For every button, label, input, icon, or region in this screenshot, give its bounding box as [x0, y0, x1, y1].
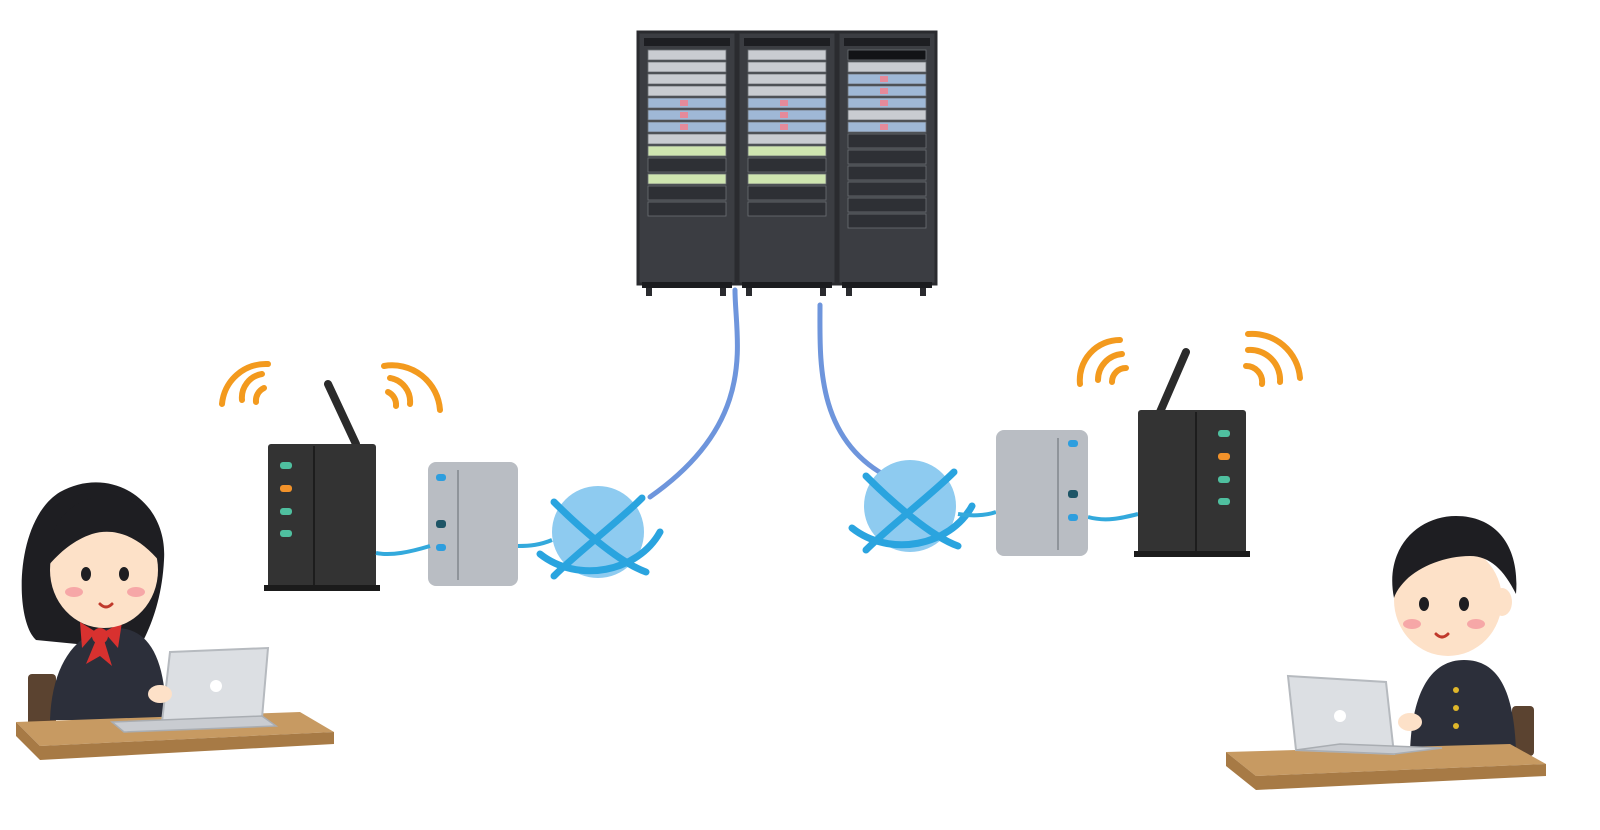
router-right [1076, 330, 1303, 557]
internet-right-globe-icon [848, 460, 976, 554]
student-girl [16, 482, 334, 760]
server-cable-right [817, 302, 893, 481]
internet-left-globe-icon [536, 486, 664, 580]
modem-left [428, 462, 518, 586]
modem-right [996, 430, 1088, 556]
cable-modem-router-right [1087, 512, 1139, 522]
cable-globe-modem-right [957, 510, 997, 518]
student-boy [1226, 516, 1546, 790]
cable-modem-globe-left [517, 538, 553, 548]
wifi-left-icon [219, 360, 443, 413]
server-cable-left [647, 287, 740, 500]
server-racks [636, 30, 938, 296]
wifi-right-icon [1076, 330, 1303, 387]
router-left [219, 360, 443, 591]
cable-router-modem-left [375, 544, 431, 557]
